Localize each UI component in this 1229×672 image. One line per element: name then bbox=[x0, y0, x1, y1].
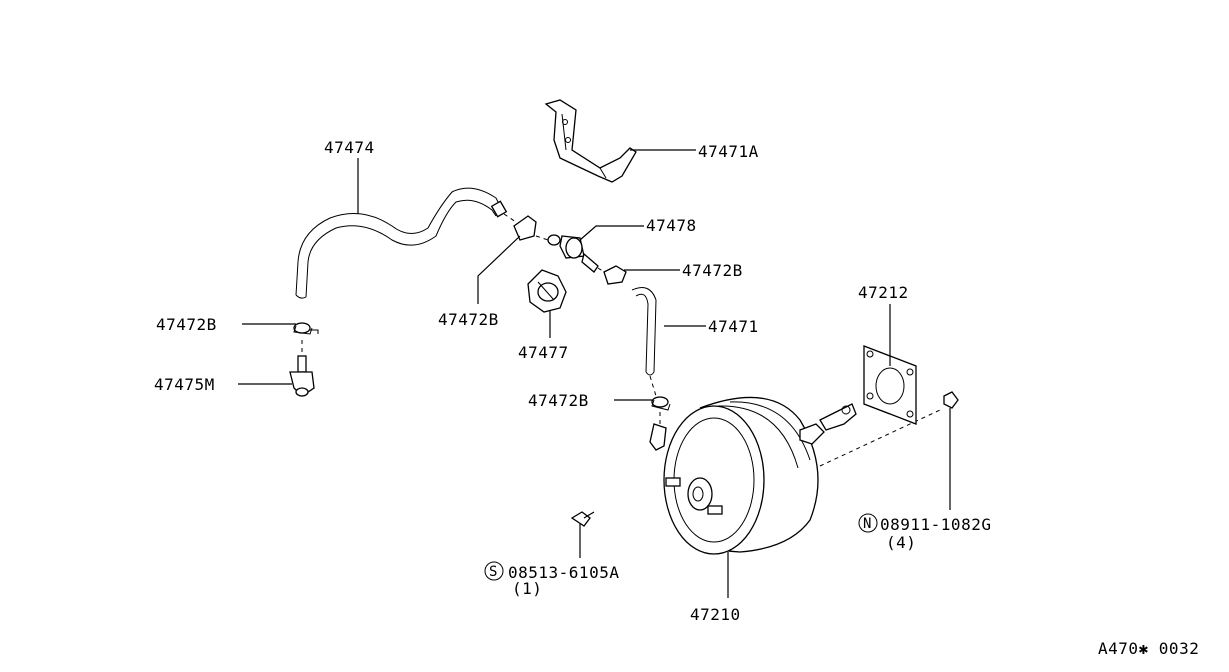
booster-gasket bbox=[863, 345, 917, 425]
nut-prefix: N bbox=[863, 516, 871, 532]
label-nut-qty: (4) bbox=[886, 533, 916, 552]
valve-holder bbox=[527, 269, 567, 313]
label-47477: 47477 bbox=[518, 343, 569, 362]
label-08513-6105a: 08513-6105A bbox=[508, 563, 619, 582]
label-47474: 47474 bbox=[324, 138, 375, 157]
label-47475m: 47475M bbox=[154, 375, 215, 394]
label-47478: 47478 bbox=[646, 216, 697, 235]
mounting-screw bbox=[570, 511, 595, 527]
hose-clamp-left bbox=[293, 322, 319, 335]
label-47471a: 47471A bbox=[698, 142, 759, 161]
hex-nut bbox=[943, 391, 959, 409]
hose-connector bbox=[289, 340, 315, 397]
brake-booster bbox=[649, 396, 941, 555]
vacuum-hose-short bbox=[631, 287, 657, 397]
nut-callout: N 08911-1082G (4) bbox=[858, 513, 991, 552]
check-valve bbox=[535, 234, 599, 273]
leader-lines bbox=[238, 149, 951, 598]
label-screw-qty: (1) bbox=[512, 579, 542, 598]
n-circle-icon bbox=[858, 513, 878, 533]
screw-prefix: S bbox=[489, 564, 497, 580]
label-47210: 47210 bbox=[690, 605, 741, 624]
label-47472b-mid: 47472B bbox=[438, 310, 499, 329]
label-47471: 47471 bbox=[708, 317, 759, 336]
figure-code: A470✱ 0032 bbox=[1098, 639, 1199, 658]
label-47472b-left: 47472B bbox=[156, 315, 217, 334]
hose-clamp-low bbox=[651, 396, 671, 411]
hose-clamp-right bbox=[597, 265, 627, 285]
label-47472b-low: 47472B bbox=[528, 391, 589, 410]
label-47472b-right: 47472B bbox=[682, 261, 743, 280]
mounting-bracket bbox=[544, 99, 637, 183]
s-circle-icon bbox=[484, 561, 504, 581]
label-08911-1082g: 08911-1082G bbox=[880, 515, 991, 534]
screw-callout: S 08513-6105A (1) bbox=[484, 561, 619, 598]
label-47212: 47212 bbox=[858, 283, 909, 302]
vacuum-hose-main bbox=[295, 187, 508, 299]
